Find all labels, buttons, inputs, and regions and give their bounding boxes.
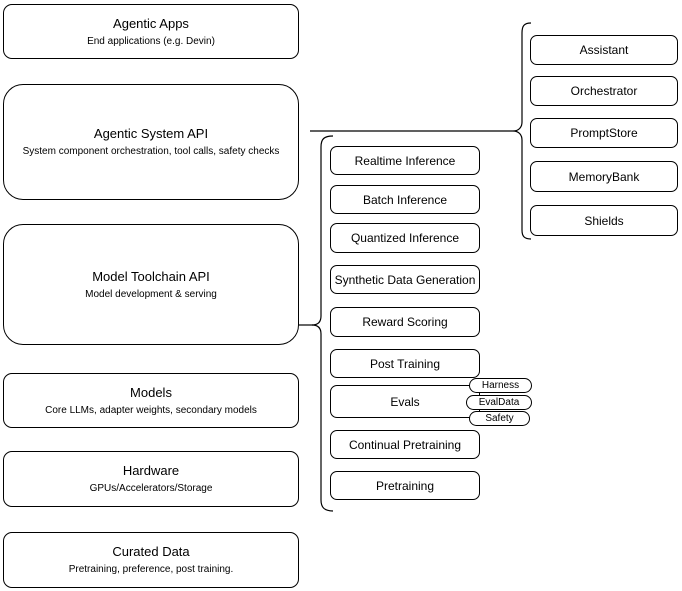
node-subtitle: System component orchestration, tool cal…: [22, 146, 280, 157]
badge-harness: Harness: [469, 378, 532, 393]
node-title: Agentic System API: [93, 126, 209, 141]
node-label: Shields: [584, 213, 624, 228]
node-realtime-inference: Realtime Inference: [330, 146, 480, 175]
badge-safety: Safety: [469, 411, 530, 426]
node-subtitle: End applications (e.g. Devin): [87, 35, 215, 47]
node-evals: Evals: [330, 385, 480, 418]
node-label: Assistant: [579, 43, 629, 57]
node-label: Realtime Inference: [354, 153, 456, 168]
node-title: Model Toolchain API: [92, 268, 210, 284]
node-title: Models: [130, 384, 172, 400]
node-subtitle: Model development & serving: [85, 288, 217, 300]
node-memorybank: MemoryBank: [530, 161, 678, 192]
node-batch-inference: Batch Inference: [330, 185, 480, 214]
node-label: Evals: [390, 394, 420, 409]
node-reward-scoring: Reward Scoring: [330, 307, 480, 337]
badge-evaldata: EvalData: [466, 395, 532, 410]
node-title: Hardware: [122, 463, 180, 478]
node-subtitle: Core LLMs, adapter weights, secondary mo…: [45, 404, 257, 416]
node-quantized-inference: Quantized Inference: [330, 223, 480, 253]
node-label: Quantized Inference: [350, 231, 460, 245]
badge-label: EvalData: [478, 397, 520, 408]
toolchain-group-brace: [311, 135, 334, 512]
node-label: Post Training: [369, 356, 441, 371]
node-hardware: Hardware GPUs/Accelerators/Storage: [3, 451, 299, 507]
node-post-training: Post Training: [330, 349, 480, 378]
node-title: Agentic Apps: [113, 15, 189, 31]
badge-label: Safety: [485, 413, 514, 424]
node-promptstore: PromptStore: [530, 118, 678, 148]
node-label: Batch Inference: [362, 192, 448, 207]
node-label: Continual Pretraining: [348, 437, 462, 452]
node-subtitle: GPUs/Accelerators/Storage: [89, 483, 213, 494]
node-model-toolchain-api: Model Toolchain API Model development & …: [3, 224, 299, 345]
node-subtitle: Pretraining, preference, post training.: [68, 564, 234, 575]
node-models: Models Core LLMs, adapter weights, secon…: [3, 373, 299, 428]
node-continual-pretraining: Continual Pretraining: [330, 430, 480, 459]
node-curated-data: Curated Data Pretraining, preference, po…: [3, 532, 299, 588]
node-synthetic-data-generation: Synthetic Data Generation: [330, 265, 480, 294]
node-label: PromptStore: [570, 126, 638, 140]
node-label: Orchestrator: [570, 84, 638, 98]
node-assistant: Assistant: [530, 35, 678, 65]
node-label: Pretraining: [375, 478, 435, 493]
node-label: Synthetic Data Generation: [334, 272, 476, 287]
badge-label: Harness: [481, 380, 520, 391]
node-title: Curated Data: [112, 544, 190, 559]
node-agentic-apps: Agentic Apps End applications (e.g. Devi…: [3, 4, 299, 59]
node-shields: Shields: [530, 205, 678, 236]
node-pretraining: Pretraining: [330, 471, 480, 500]
system-group-brace: [512, 22, 532, 240]
node-agentic-system-api: Agentic System API System component orch…: [3, 84, 299, 200]
node-label: MemoryBank: [568, 169, 640, 184]
node-label: Reward Scoring: [362, 315, 448, 329]
node-orchestrator: Orchestrator: [530, 76, 678, 106]
